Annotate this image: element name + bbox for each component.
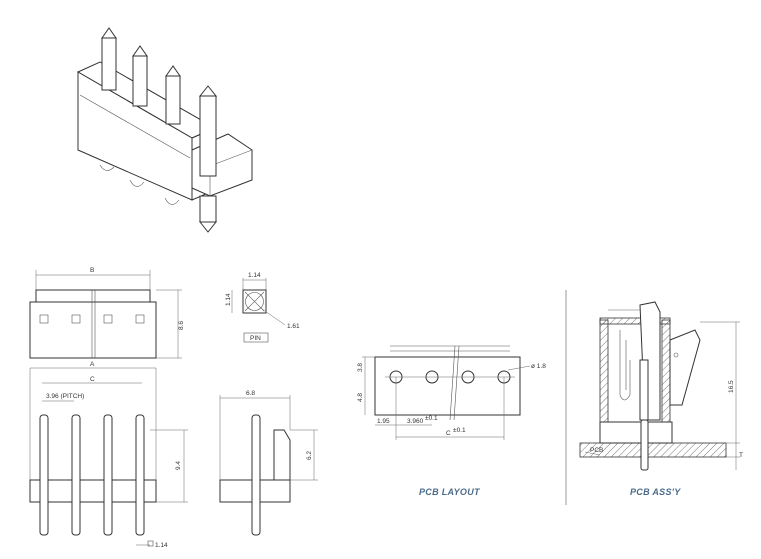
dim-height: 8.6 xyxy=(178,321,185,330)
front-pins xyxy=(39,414,145,536)
top-view: B 8.6 xyxy=(29,267,185,359)
dim-pcb-pitch-tol: ±0.1 xyxy=(425,415,438,422)
front-view: A C 3.96 (PITCH) 9.4 1.14 xyxy=(29,361,188,549)
dim-pcb-c-tol: ±0.1 xyxy=(453,427,466,434)
top-pin-marks xyxy=(39,314,145,324)
pcb-board-label: PCB xyxy=(590,447,603,454)
dim-depth: 6.8 xyxy=(246,390,255,397)
dim-pin-h: 1.14 xyxy=(225,293,232,306)
dim-assy-height: 16.5 xyxy=(728,380,735,393)
iso-pins xyxy=(101,27,218,233)
dim-c: C xyxy=(90,376,95,383)
dim-pcb-pitch: 3.960 xyxy=(407,418,424,425)
dim-pin-w: 1.14 xyxy=(248,272,261,279)
dim-pin-length: 9.4 xyxy=(175,461,182,470)
dim-pitch: 3.96 (PITCH) xyxy=(46,393,84,400)
pcb-layout-caption: PCB LAYOUT xyxy=(419,487,481,497)
pcb-assy-caption: PCB ASS'Y xyxy=(630,487,681,497)
pin-section-view: 1.14 1.14 1.61 PIN xyxy=(225,272,300,343)
dim-side-h: 6.2 xyxy=(306,451,313,460)
pcb-layout-view: 3.8 4.8 ø 1.8 1.95 3.960 ±0.1 C ±0.1 PCB… xyxy=(357,345,546,497)
dim-pin-square: 1.14 xyxy=(155,542,168,549)
dim-pcb-edge: 1.95 xyxy=(377,418,390,425)
side-view: 6.8 6.2 xyxy=(219,390,318,536)
dim-pin-chamfer: 1.61 xyxy=(287,323,300,330)
dim-pcb-hole: ø 1.8 xyxy=(531,363,546,370)
dim-b: B xyxy=(90,267,94,274)
dim-pcb-row2: 4.8 xyxy=(357,393,364,402)
dim-a: A xyxy=(90,361,95,368)
pin-label: PIN xyxy=(250,335,261,342)
pcb-assy-view: 16.5 T PCB PCB ASS'Y xyxy=(579,301,743,497)
dim-assy-t: T xyxy=(739,452,743,459)
isometric-view xyxy=(76,27,253,233)
dim-pcb-c: C xyxy=(446,430,451,437)
dim-pcb-row1: 3.8 xyxy=(357,363,364,372)
